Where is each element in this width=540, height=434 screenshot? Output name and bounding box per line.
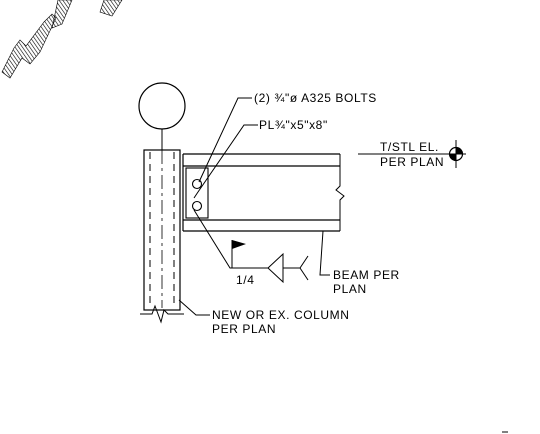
watermark-logo <box>1 0 123 79</box>
column-label-line2: PER PLAN <box>212 322 276 336</box>
elevation-marker <box>358 140 466 168</box>
shear-plate <box>185 167 209 219</box>
bolt-icon <box>191 200 203 212</box>
bolts-label: (2) ¾"ø A325 BOLTS <box>254 91 377 105</box>
elevation-label-line1: T/STL EL. <box>380 140 439 154</box>
beam-label-line1: BEAM PER <box>333 268 400 282</box>
leader-lines <box>178 97 330 316</box>
grid-bubble <box>138 82 186 150</box>
beam-label-line2: PLAN <box>333 282 367 296</box>
elevation-label-line2: PER PLAN <box>380 155 444 169</box>
weld-size-label: 1/4 <box>236 273 254 287</box>
bolt-icon <box>191 178 203 190</box>
column-label-line1: NEW OR EX. COLUMN <box>212 308 350 322</box>
weld-symbol <box>231 240 309 284</box>
beam <box>182 153 345 232</box>
column <box>140 149 184 324</box>
plate-label: PL¾"x5"x8" <box>259 118 328 132</box>
